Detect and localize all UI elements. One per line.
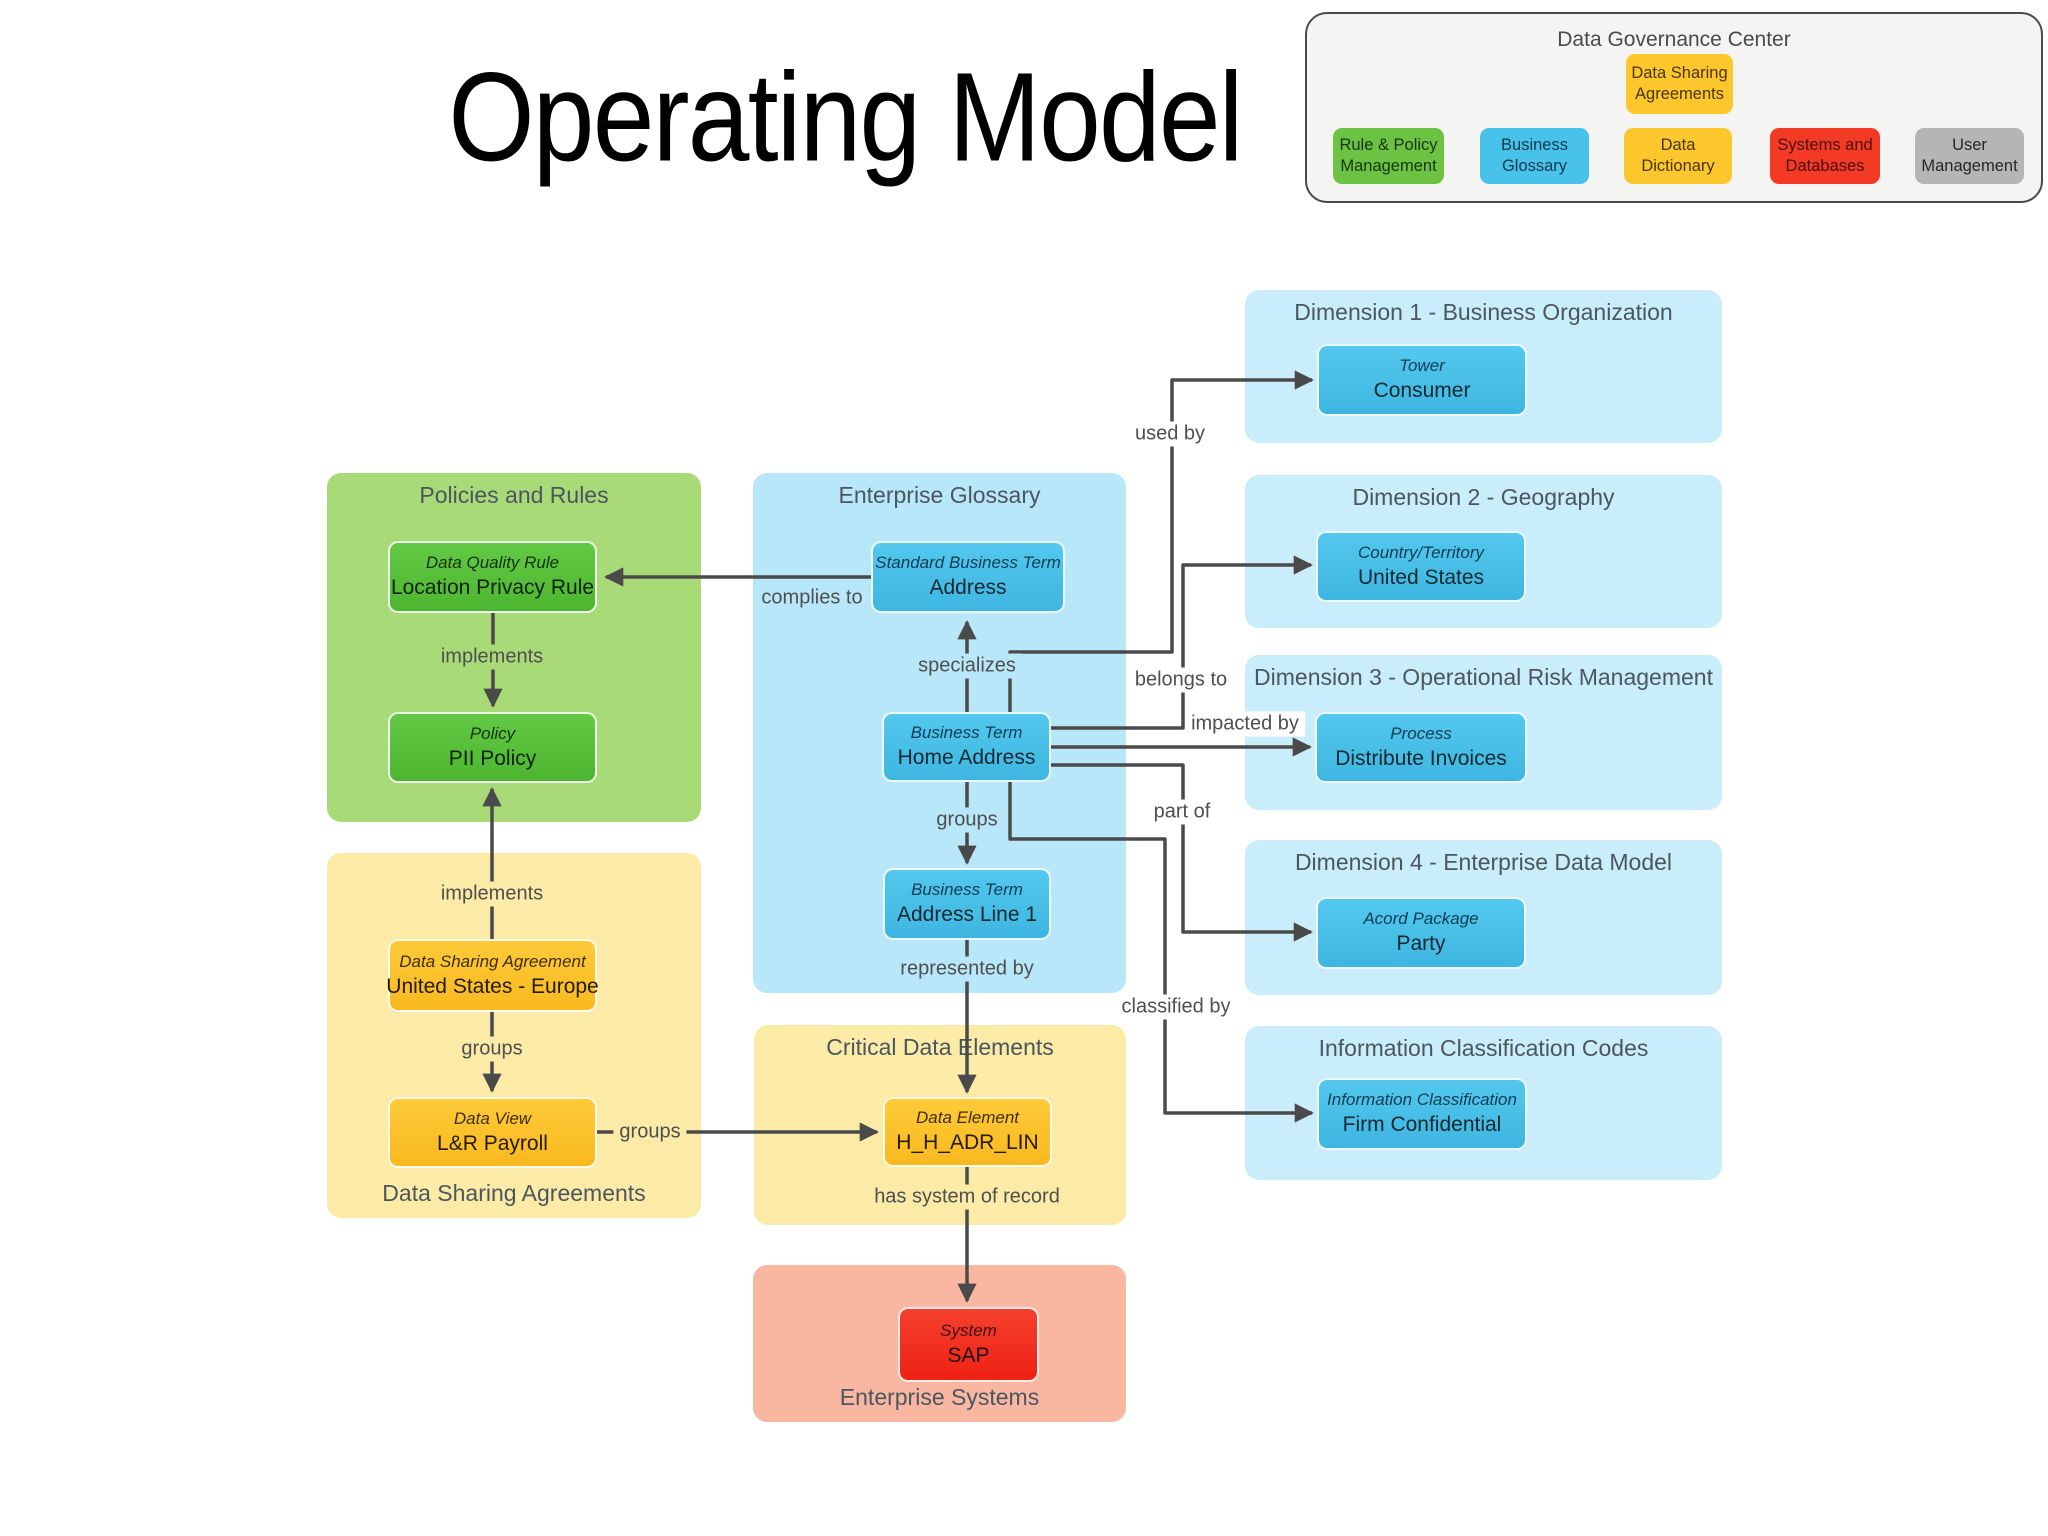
node-label: United States [1357, 565, 1485, 589]
node-type: Information Classification [1327, 1090, 1517, 1110]
node-label: Party [1396, 932, 1446, 956]
node-label: SAP [947, 1343, 990, 1367]
governance-center-panel: Data Governance Center Data Sharing Agre… [1305, 12, 2043, 203]
node-location-privacy-rule: Data Quality Rule Location Privacy Rule [388, 541, 597, 613]
governance-button-user-management[interactable]: User Management [1915, 128, 2024, 184]
governance-button-business-glossary[interactable]: Business Glossary [1480, 128, 1589, 184]
node-type: Policy [469, 723, 516, 743]
node-lr-payroll: Data View L&R Payroll [388, 1097, 597, 1168]
edge-label-specializes: specializes [912, 653, 1022, 679]
container-title: Dimension 4 - Enterprise Data Model [1294, 849, 1673, 875]
node-label: PII Policy [448, 746, 537, 770]
node-firm-confidential: Information Classification Firm Confiden… [1317, 1078, 1527, 1150]
node-type: Business Term [910, 723, 1023, 743]
node-home-address: Business Term Home Address [882, 712, 1051, 782]
node-type: Country/Territory [1358, 542, 1484, 562]
container-title: Dimension 1 - Business Organization [1294, 299, 1673, 325]
node-label: L&R Payroll [437, 1131, 548, 1155]
node-h-h-adr-lin: Data Element H_H_ADR_LIN [883, 1097, 1052, 1167]
edge-label-groups-dataview: groups [613, 1119, 687, 1145]
node-label: Consumer [1373, 379, 1471, 403]
edge-label-classified-by: classified by [1115, 994, 1237, 1020]
container-title: Dimension 2 - Geography [1352, 484, 1615, 510]
node-label: H_H_ADR_LIN [896, 1131, 1039, 1155]
container-title: Data Sharing Agreements [382, 1180, 646, 1206]
node-type: Data View [453, 1108, 532, 1128]
node-pii-policy: Policy PII Policy [388, 712, 597, 783]
edge-label-complies-to: complies to [761, 586, 863, 609]
governance-button-rule-policy-management[interactable]: Rule & Policy Management [1333, 128, 1444, 184]
edge-label-impacted-by: impacted by [1185, 711, 1305, 737]
node-type: Data Sharing Agreement [399, 951, 586, 971]
container-title: Dimension 3 - Operational Risk Managemen… [1254, 664, 1713, 690]
governance-center-title: Data Governance Center [1557, 28, 1791, 51]
node-label: Location Privacy Rule [390, 576, 595, 600]
node-type: System [940, 1320, 997, 1340]
governance-button-data-sharing-agreements[interactable]: Data Sharing Agreements [1626, 54, 1733, 114]
edge-label-represented-by: represented by [894, 956, 1040, 982]
edge-label-part-of: part of [1147, 799, 1217, 825]
edge-label-belongs-to: belongs to [1128, 667, 1234, 693]
node-type: Standard Business Term [875, 553, 1061, 573]
node-united-states: Country/Territory United States [1316, 531, 1526, 602]
container-title: Information Classification Codes [1318, 1035, 1649, 1061]
node-address-line-1: Business Term Address Line 1 [883, 868, 1051, 940]
node-type: Acord Package [1363, 909, 1479, 929]
node-sap: System SAP [898, 1307, 1039, 1382]
container-title: Enterprise Systems [839, 1384, 1040, 1410]
node-label: Firm Confidential [1342, 1113, 1502, 1137]
edge-label-used-by: used by [1128, 421, 1212, 447]
edge-label-groups-glossary: groups [930, 807, 1004, 833]
node-type: Business Term [911, 880, 1023, 900]
node-label: Address [929, 576, 1007, 600]
governance-button-systems-databases[interactable]: Systems and Databases [1770, 128, 1880, 184]
node-consumer: Tower Consumer [1317, 344, 1527, 416]
node-type: Tower [1399, 356, 1445, 376]
node-distribute-invoices: Process Distribute Invoices [1315, 712, 1527, 783]
node-label: United States - Europe [386, 974, 599, 998]
container-title: Critical Data Elements [826, 1034, 1054, 1060]
edge-label-implements-dsa: implements [434, 881, 550, 907]
edge-label-groups-dsa: groups [455, 1036, 529, 1062]
edge-label-has-system-of-record: has system of record [868, 1184, 1066, 1210]
node-type: Data Quality Rule [425, 553, 560, 573]
node-label: Home Address [897, 746, 1036, 770]
node-label: Address Line 1 [896, 903, 1038, 927]
node-label: Distribute Invoices [1335, 746, 1507, 770]
page-title: Operating Model [448, 46, 1243, 188]
container-title: Policies and Rules [419, 482, 609, 508]
node-type: Data Element [916, 1108, 1019, 1128]
edge-label-implements-rule: implements [434, 644, 550, 670]
governance-button-data-dictionary[interactable]: Data Dictionary [1624, 128, 1732, 184]
node-party: Acord Package Party [1316, 897, 1526, 969]
node-type: Process [1390, 723, 1452, 743]
node-address: Standard Business Term Address [871, 541, 1065, 613]
node-united-states-europe: Data Sharing Agreement United States - E… [386, 939, 599, 1012]
container-title: Enterprise Glossary [838, 482, 1041, 508]
